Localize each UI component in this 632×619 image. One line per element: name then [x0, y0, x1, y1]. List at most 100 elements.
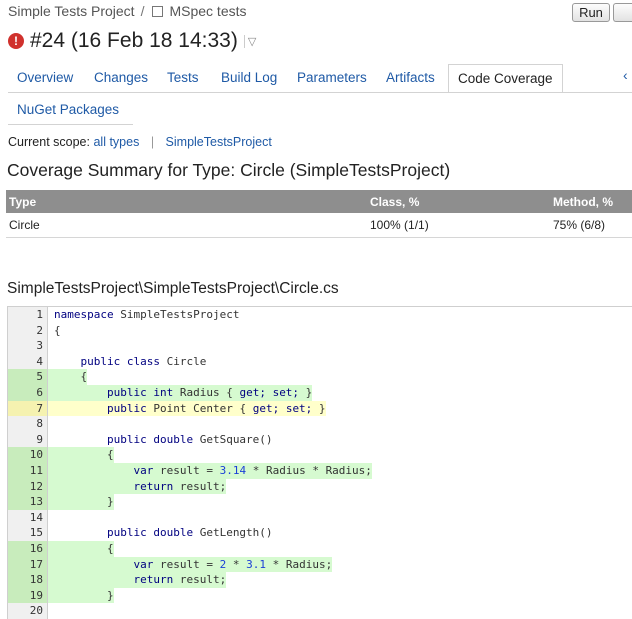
cell-class-coverage: 100% (1/1): [367, 213, 550, 238]
breadcrumb: Simple Tests Project / MSpec tests: [8, 3, 247, 19]
code-text: {: [48, 369, 88, 385]
tabs-more-icon[interactable]: ‹: [623, 67, 628, 83]
line-number: 15: [8, 525, 48, 541]
table-header-row: Type Class, % Method, %: [6, 190, 632, 213]
code-line: 14: [8, 509, 632, 526]
current-scope: Current scope: all types | SimpleTestsPr…: [8, 135, 272, 149]
code-text: [48, 338, 54, 354]
code-text: return result;: [48, 572, 227, 588]
code-line: 13 }: [8, 494, 632, 510]
code-text: var result = 3.14 * Radius * Radius;: [48, 462, 372, 479]
tab-parameters[interactable]: Parameters: [297, 70, 367, 85]
run-button[interactable]: Run: [572, 3, 610, 22]
code-line: 20: [8, 603, 632, 619]
code-line: 8: [8, 416, 632, 432]
tab-code-coverage[interactable]: Code Coverage: [448, 64, 563, 93]
line-number: 6: [8, 384, 48, 401]
code-line: 4 public class Circle: [8, 353, 632, 370]
tab-build-log[interactable]: Build Log: [221, 70, 278, 85]
code-text: namespace SimpleTestsProject: [54, 308, 240, 321]
tabs-divider: [8, 92, 632, 93]
cell-type: Circle: [6, 213, 367, 238]
code-text: var result = 2 * 3.1 * Radius;: [48, 556, 333, 573]
tab-artifacts[interactable]: Artifacts: [386, 70, 435, 85]
code-text: }: [48, 494, 114, 510]
table-row: Circle 100% (1/1) 75% (6/8): [6, 213, 632, 238]
cell-method-coverage: 75% (6/8): [550, 213, 632, 238]
line-number: 20: [8, 603, 48, 619]
code-text: public class Circle: [80, 354, 207, 368]
code-text: {: [48, 447, 114, 463]
error-status-icon: !: [8, 33, 24, 49]
line-number: 5: [8, 369, 48, 385]
code-text: {: [48, 540, 114, 557]
tabs-divider-2: [8, 124, 133, 125]
breadcrumb-separator: /: [140, 3, 145, 19]
scope-project-link[interactable]: SimpleTestsProject: [165, 135, 272, 149]
tab-tests[interactable]: Tests: [167, 70, 199, 85]
col-header-class[interactable]: Class, %: [367, 190, 550, 213]
run-options-button[interactable]: [613, 3, 632, 22]
code-text: {: [54, 323, 61, 337]
code-text: public Point Center { get; set; }: [48, 400, 326, 417]
source-file-path: SimpleTestsProject\SimpleTestsProject\Ci…: [7, 280, 339, 297]
col-header-type[interactable]: Type: [6, 190, 367, 213]
line-number: 13: [8, 494, 48, 510]
coverage-summary-table: Type Class, % Method, % Circle 100% (1/1…: [6, 190, 632, 238]
build-config-link[interactable]: MSpec tests: [169, 3, 247, 19]
code-line: 12 return result;: [8, 478, 632, 495]
code-text: return result;: [48, 478, 227, 495]
col-header-method[interactable]: Method, %: [550, 190, 632, 213]
line-number: 4: [8, 353, 48, 370]
code-text: }: [48, 587, 114, 604]
code-text: [48, 416, 54, 432]
code-line: 5 {: [8, 369, 632, 385]
code-line: 10 {: [8, 447, 632, 463]
project-link[interactable]: Simple Tests Project: [8, 3, 135, 19]
code-line: 11 var result = 3.14 * Radius * Radius;: [8, 462, 632, 479]
code-text: public int Radius { get; set; }: [48, 384, 313, 401]
line-number: 1: [8, 307, 48, 323]
line-number: 7: [8, 400, 48, 417]
code-line: 16 {: [8, 540, 632, 557]
line-number: 11: [8, 462, 48, 479]
code-line: 7 public Point Center { get; set; }: [8, 400, 632, 417]
build-header: ! #24 (16 Feb 18 14:33) ▽: [8, 29, 256, 53]
code-text: public double GetLength(): [106, 526, 273, 540]
code-line: 15 public double GetLength(): [8, 525, 632, 541]
code-line: 17 var result = 2 * 3.1 * Radius;: [8, 556, 632, 573]
tab-changes[interactable]: Changes: [94, 70, 149, 85]
code-line: 9 public double GetSquare(): [8, 431, 632, 448]
code-text: [48, 510, 54, 526]
code-line: 2{: [8, 322, 632, 339]
line-number: 3: [8, 338, 48, 354]
scope-label: Current scope:: [8, 135, 90, 149]
build-tabs: Overview Changes Tests Build Log Paramet…: [8, 64, 632, 93]
coverage-summary-title: Coverage Summary for Type: Circle (Simpl…: [7, 160, 451, 180]
line-number: 12: [8, 478, 48, 495]
line-number: 18: [8, 572, 48, 588]
tab-nuget-packages[interactable]: NuGet Packages: [17, 102, 120, 117]
line-number: 8: [8, 416, 48, 432]
code-line: 6 public int Radius { get; set; }: [8, 384, 632, 401]
line-number: 9: [8, 431, 48, 448]
build-actions-dropdown-icon[interactable]: ▽: [243, 34, 256, 48]
line-number: 14: [8, 509, 48, 526]
code-line: 1 namespace SimpleTestsProject: [8, 307, 632, 323]
code-line: 18 return result;: [8, 572, 632, 588]
code-text: [48, 603, 54, 619]
code-line: 19 }: [8, 587, 632, 604]
code-line: 3: [8, 338, 632, 354]
tab-overview[interactable]: Overview: [17, 70, 74, 85]
line-number: 19: [8, 587, 48, 604]
line-number: 16: [8, 540, 48, 557]
build-title: #24 (16 Feb 18 14:33): [30, 29, 238, 52]
code-text: public double GetSquare(): [106, 432, 273, 446]
line-number: 17: [8, 556, 48, 573]
scope-separator: |: [150, 135, 155, 149]
scope-all-types-link[interactable]: all types: [93, 135, 140, 149]
line-number: 2: [8, 322, 48, 339]
line-number: 10: [8, 447, 48, 463]
build-config-icon: [152, 5, 164, 17]
